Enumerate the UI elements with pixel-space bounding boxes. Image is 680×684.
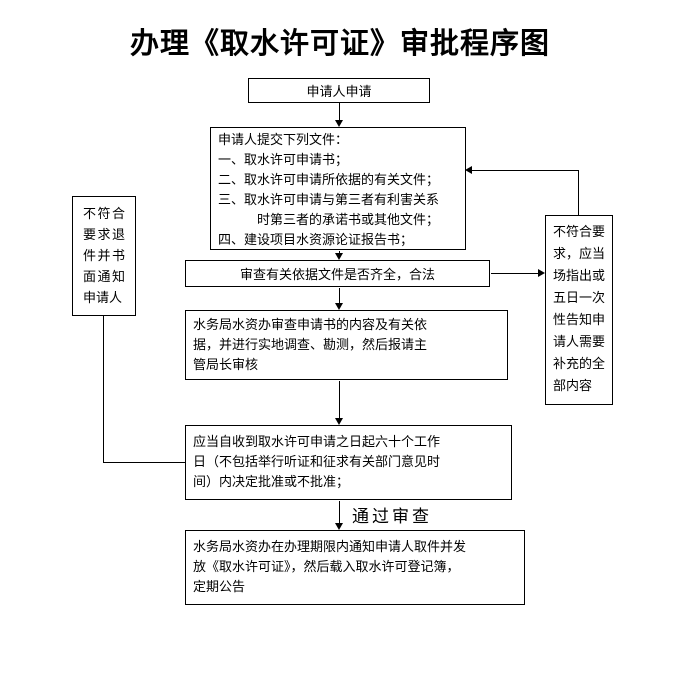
submit-line-4: 三、取水许可申请与第三者有利害关系 bbox=[218, 192, 440, 207]
arrow-down-icon bbox=[335, 303, 343, 310]
decision-line-3: 间）内决定批准或不批准； bbox=[193, 474, 350, 489]
issue-certificate-box: 水务局水资办在办理期限内通知申请人取件并发 放《取水许可证》，然后载入取水许可登… bbox=[185, 530, 525, 605]
submit-line-6: 四、建设项目水资源论证报告书； bbox=[218, 232, 414, 247]
investigate-line-1: 水务局水资办审查申请书的内容及有关依 bbox=[193, 317, 428, 332]
investigate-line-3: 管局长审核 bbox=[193, 357, 259, 372]
arrow-left-icon bbox=[465, 166, 472, 174]
arrow-down-icon bbox=[335, 253, 343, 260]
connector-reject-horizontal bbox=[104, 462, 185, 463]
decision-line-1: 应当自收到取水许可申请之日起六十个工作 bbox=[193, 434, 441, 449]
connector-review-supplement bbox=[491, 273, 538, 274]
pass-review-label: 通过审查 bbox=[352, 507, 432, 526]
connector-apply-submit bbox=[339, 103, 340, 121]
connector-decision-issue bbox=[339, 501, 340, 524]
submit-line-3: 二、取水许可申请所依据的有关文件； bbox=[218, 172, 440, 187]
connector-supplement-up bbox=[578, 170, 579, 215]
page-title: 办理《取水许可证》审批程序图 bbox=[129, 28, 550, 60]
issue-line-2: 放《取水许可证》，然后载入取水许可登记簿， bbox=[193, 559, 460, 574]
issue-line-3: 定期公告 bbox=[193, 579, 246, 594]
review-documents-box: 审查有关依据文件是否齐全，合法 bbox=[185, 260, 490, 287]
investigation-box: 水务局水资办审查申请书的内容及有关依 据，并进行实地调查、勘测，然后报请主 管局… bbox=[185, 310, 508, 380]
connector-reject-vertical bbox=[103, 316, 104, 463]
submit-documents-box: 申请人提交下列文件： 一、取水许可申请书； 二、取水许可申请所依据的有关文件； … bbox=[210, 127, 466, 250]
submit-line-2: 一、取水许可申请书； bbox=[218, 152, 349, 167]
investigate-line-2: 据，并进行实地调查、勘测，然后报请主 bbox=[193, 337, 428, 352]
submit-line-1: 申请人提交下列文件： bbox=[218, 132, 349, 147]
decision-box: 应当自收到取水许可申请之日起六十个工作 日（不包括举行听证和征求有关部门意见时 … bbox=[185, 425, 512, 500]
apply-box: 申请人申请 bbox=[248, 78, 430, 103]
arrow-down-icon bbox=[335, 418, 343, 425]
issue-line-1: 水务局水资办在办理期限内通知申请人取件并发 bbox=[193, 539, 467, 554]
connector-supplement-back bbox=[472, 170, 579, 171]
decision-line-2: 日（不包括举行听证和征求有关部门意见时 bbox=[193, 454, 441, 469]
arrow-down-icon bbox=[335, 523, 343, 530]
reject-return-box: 不符合要求退件并书面通知申请人 bbox=[72, 196, 136, 316]
arrow-down-icon bbox=[335, 120, 343, 127]
connector-review-investigate bbox=[339, 288, 340, 304]
arrow-right-icon bbox=[538, 269, 545, 277]
supplement-notice-box: 不符合要求，应当场指出或五日一次性告知申请人需要补充的全部内容 bbox=[545, 215, 613, 405]
submit-line-5: 时第三者的承诺书或其他文件； bbox=[218, 212, 440, 227]
connector-investigate-decision bbox=[339, 381, 340, 419]
